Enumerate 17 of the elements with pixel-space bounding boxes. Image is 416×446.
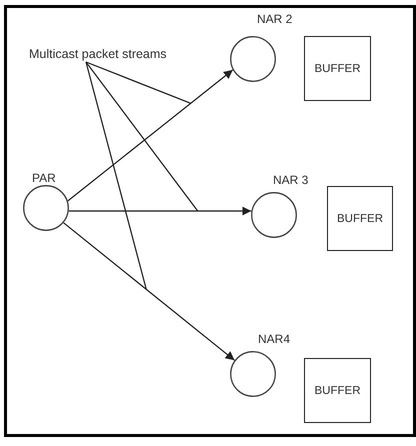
leader-line xyxy=(86,62,198,212)
node-label: BUFFER xyxy=(314,62,360,76)
arrow xyxy=(68,69,234,202)
arrow xyxy=(68,206,252,216)
node-label: BUFFER xyxy=(314,384,360,398)
annotation-text: Multicast packet streams xyxy=(29,46,167,62)
square-node xyxy=(304,358,371,423)
leader-line xyxy=(86,61,191,104)
node-label: NAR 2 xyxy=(257,12,292,26)
leader-line xyxy=(85,62,147,290)
square-node xyxy=(327,186,393,251)
arrow xyxy=(63,222,235,361)
node-label: NAR4 xyxy=(258,332,290,346)
node-label: PAR xyxy=(32,171,56,185)
node-label: BUFFER xyxy=(337,212,383,226)
node-label: NAR 3 xyxy=(273,173,308,187)
square-node xyxy=(304,36,371,101)
